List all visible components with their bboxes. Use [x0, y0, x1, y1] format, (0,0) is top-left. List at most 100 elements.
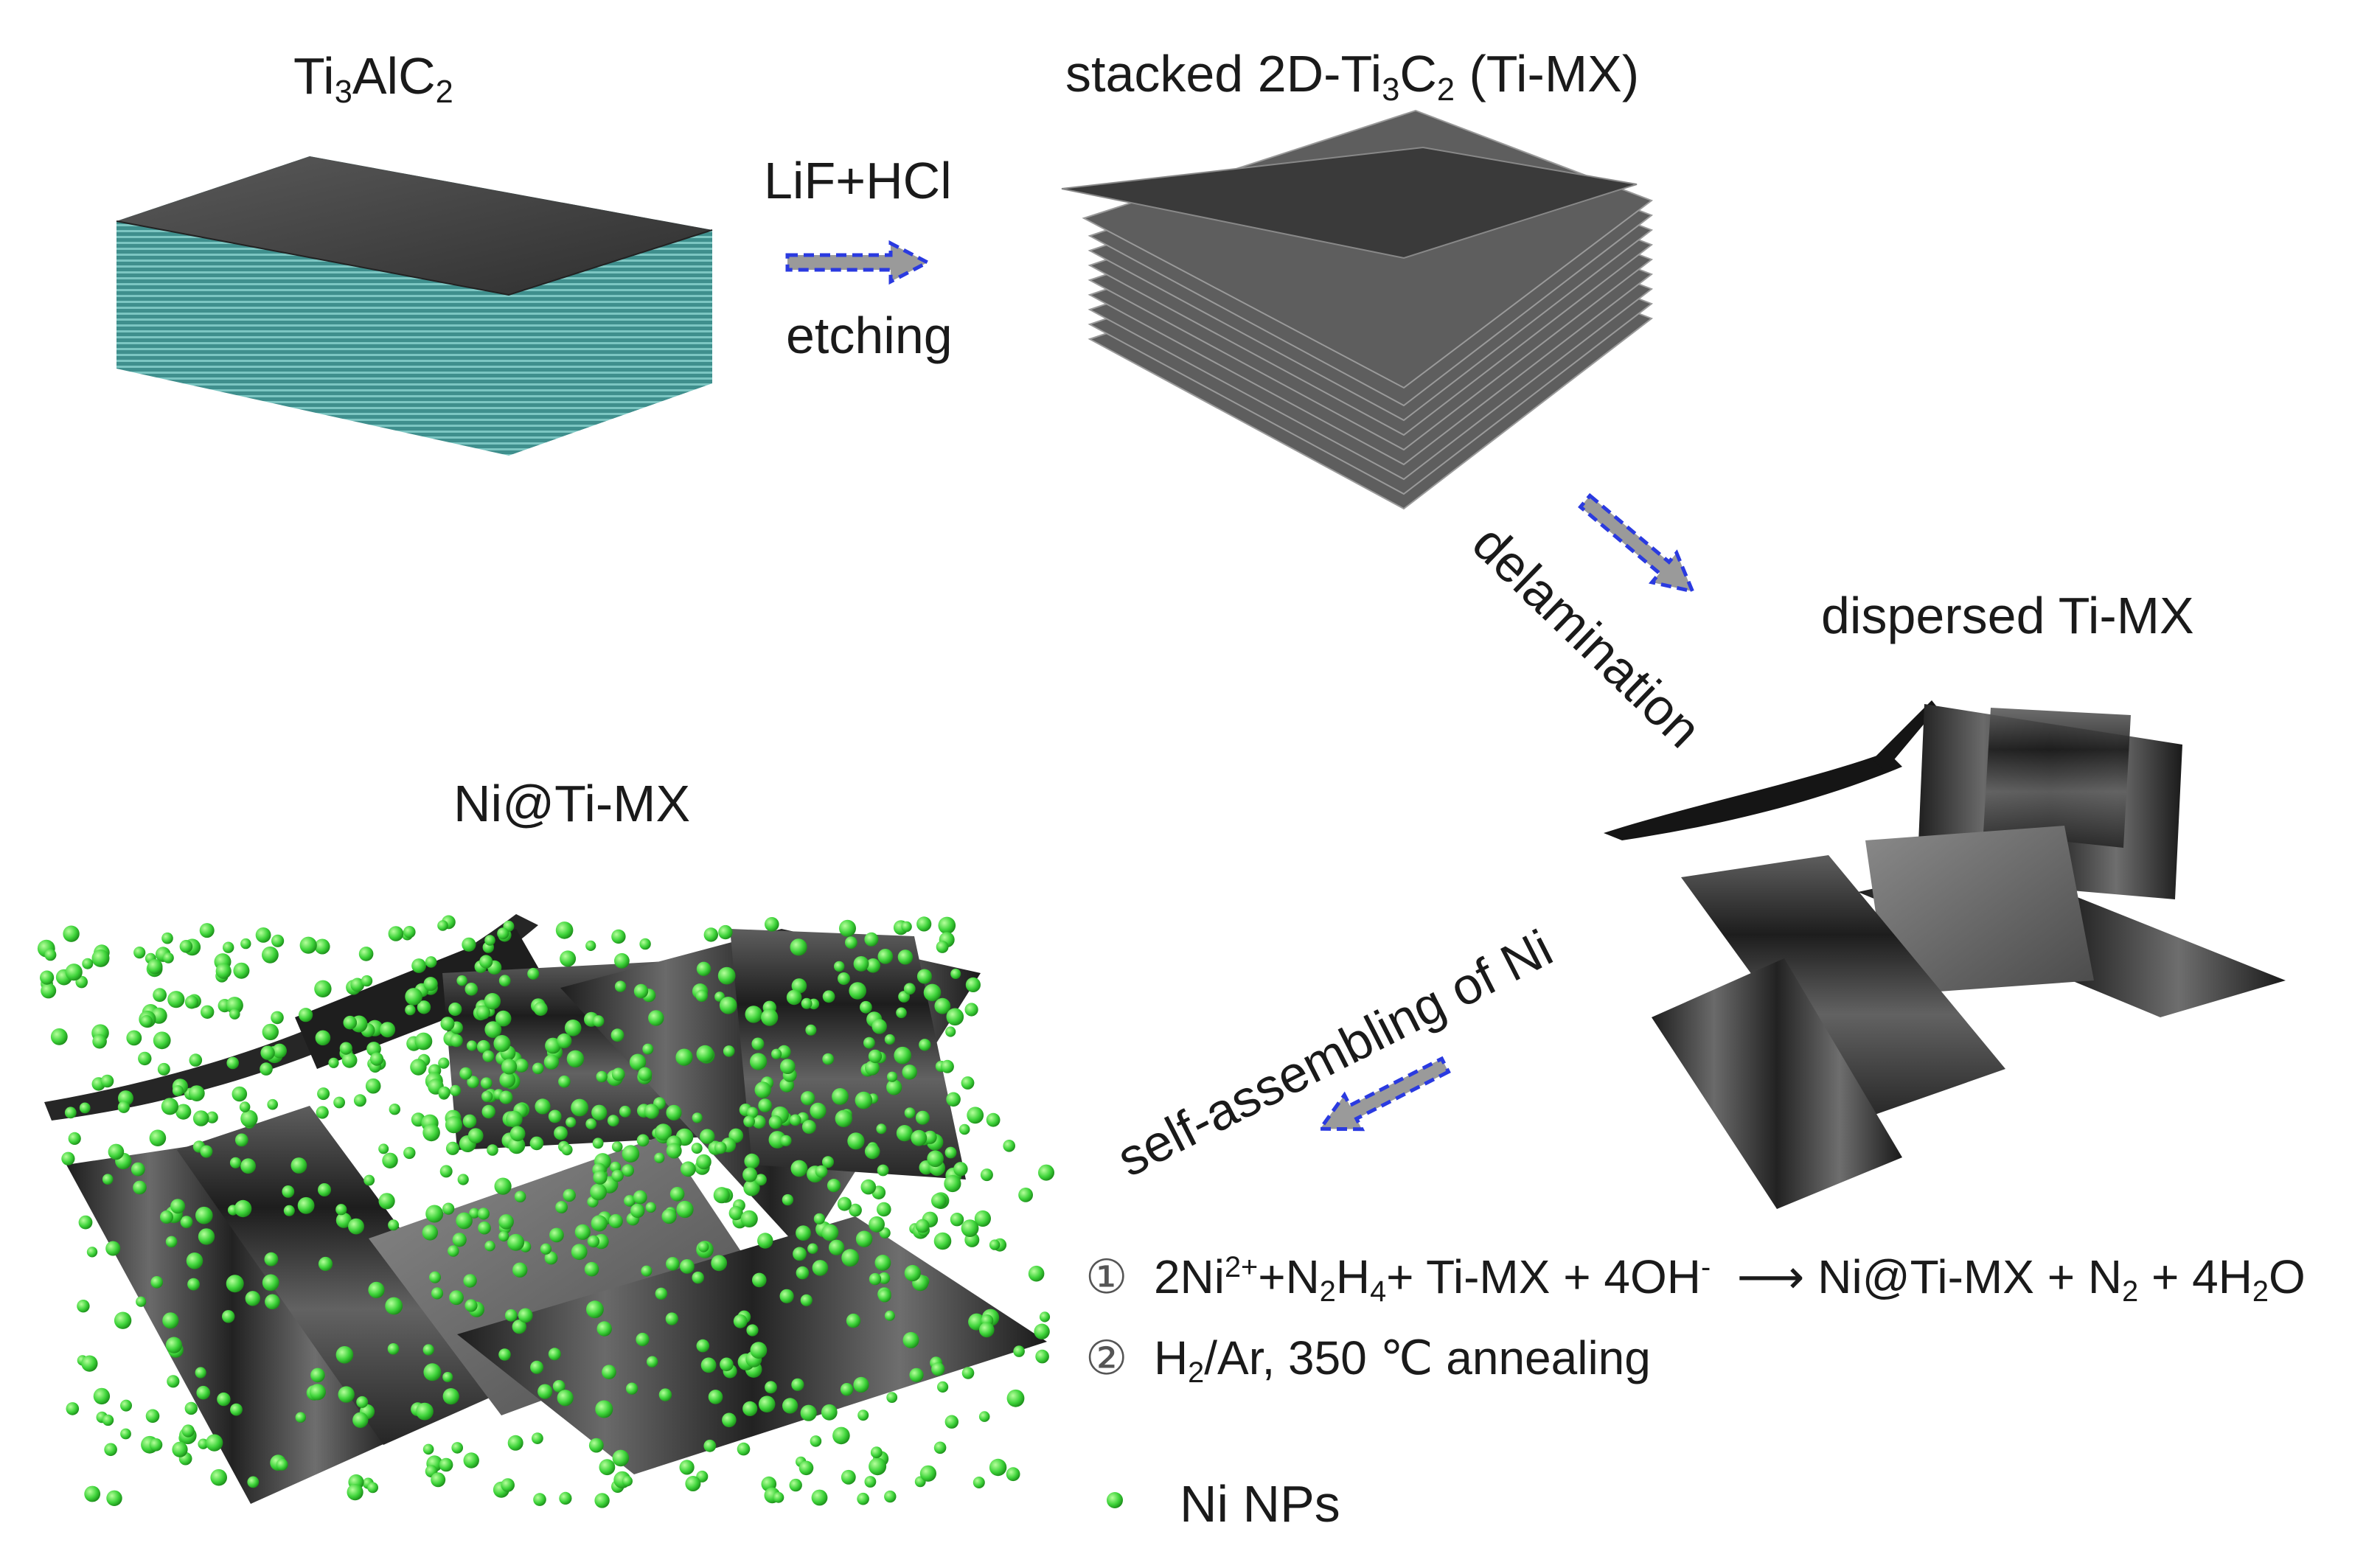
- ni-nanoparticle: [106, 1490, 122, 1507]
- ni-nanoparticle: [1018, 1188, 1033, 1202]
- ni-nanoparticle: [961, 1367, 975, 1379]
- ni-nanoparticle: [758, 1098, 772, 1112]
- ni-nanoparticle: [165, 1337, 182, 1353]
- ni-nanoparticle: [478, 1221, 491, 1235]
- ni-nanoparticle: [276, 1458, 288, 1471]
- ni-nanoparticle: [944, 1174, 961, 1193]
- ni-nanoparticle: [587, 1235, 600, 1248]
- ni-nanoparticle: [555, 921, 574, 939]
- ti3alc2-block: [116, 156, 713, 456]
- ni-nanoparticle: [161, 932, 173, 944]
- ni-nanoparticle: [150, 1276, 163, 1289]
- ni-nanoparticle: [66, 1402, 80, 1415]
- ni-nanoparticle: [849, 1203, 862, 1217]
- ni-nanoparticle: [886, 1079, 902, 1095]
- ni-nanoparticle: [200, 1145, 213, 1158]
- ni-nanoparticle: [65, 964, 83, 981]
- ni-nanoparticle: [979, 1322, 995, 1338]
- ni-nanoparticle: [938, 916, 956, 935]
- ni-nanoparticle: [636, 1332, 650, 1347]
- ni-nanoparticle: [138, 1051, 152, 1066]
- ni-nanoparticle: [92, 1034, 107, 1049]
- ni-nanoparticle: [131, 1162, 145, 1177]
- ni-nanoparticle: [411, 958, 426, 973]
- ni-nanoparticle: [226, 997, 243, 1014]
- ni-nanoparticle: [78, 1215, 93, 1230]
- ni-nanoparticle: [229, 1008, 240, 1020]
- ni-nanoparticle: [945, 1026, 956, 1037]
- ni-nanoparticle: [338, 1386, 355, 1403]
- ni-nanoparticle: [865, 1060, 880, 1076]
- ni-nanoparticle: [514, 1191, 526, 1202]
- ni-nanoparticle: [810, 1102, 827, 1119]
- ni-nanoparticle: [839, 919, 856, 937]
- ni-nanoparticle: [162, 1312, 179, 1329]
- ni-nanoparticle: [350, 978, 365, 992]
- ni-nanoparticle: [295, 1412, 306, 1423]
- ni-nanoparticle: [887, 1071, 898, 1082]
- label-ni-ti-mx: Ni@Ti-MX: [453, 775, 691, 832]
- ni-nanoparticle: [692, 1271, 704, 1284]
- ni-nanoparticle: [479, 955, 493, 969]
- ni-nanoparticle: [388, 1219, 400, 1231]
- ni-nanoparticle: [318, 1183, 331, 1196]
- ni-nanoparticle: [333, 1096, 345, 1109]
- ni-nanoparticle: [335, 1212, 352, 1228]
- ni-nanoparticle: [299, 1008, 313, 1022]
- ni-nanoparticle: [746, 1107, 759, 1118]
- ni-nanoparticle: [821, 1404, 838, 1421]
- ni-nanoparticle: [696, 1045, 714, 1063]
- ni-nanoparticle: [186, 1252, 203, 1269]
- ni-nanoparticle: [685, 1476, 701, 1491]
- ni-nanoparticle: [480, 1077, 493, 1090]
- ni-nanoparticle: [791, 1378, 804, 1391]
- ni-nanoparticle: [811, 1489, 828, 1506]
- ni-nanoparticle: [79, 1102, 91, 1114]
- label-lif-hcl: LiF+HCl: [764, 152, 952, 209]
- ni-nanoparticle: [445, 1141, 460, 1155]
- ni-nanoparticle: [586, 1300, 604, 1319]
- ni-nanoparticle: [533, 1493, 546, 1506]
- ni-nanoparticle: [450, 1034, 463, 1048]
- ni-nanoparticle: [530, 1360, 544, 1374]
- ni-nanoparticle: [877, 1202, 891, 1217]
- ni-nanoparticle: [648, 1010, 664, 1026]
- ni-nanoparticle: [877, 949, 894, 964]
- ni-nanoparticle: [791, 978, 807, 994]
- ni-nanoparticle: [798, 1460, 814, 1476]
- ni-nanoparticle: [532, 1432, 543, 1444]
- ni-nanoparticle: [153, 1031, 171, 1050]
- ni-nanoparticle: [448, 1002, 462, 1017]
- ni-nanoparticle: [633, 1190, 647, 1205]
- ni-nanoparticle: [368, 1281, 385, 1298]
- ni-nanoparticle: [986, 1112, 1001, 1127]
- ni-nanoparticle: [629, 1053, 647, 1070]
- ni-nanoparticle: [750, 1053, 768, 1070]
- ni-nanoparticle: [195, 1206, 213, 1224]
- ni-nanoparticle: [133, 1180, 147, 1195]
- ni-nanoparticle: [897, 950, 914, 965]
- ni-nanoparticle: [669, 1187, 685, 1202]
- ni-nanoparticle: [611, 1067, 625, 1081]
- label-etching: etching: [786, 307, 953, 364]
- ni-nanoparticle: [120, 1399, 132, 1412]
- ni-nanoparticle: [316, 1106, 329, 1119]
- ni-nanoparticle: [904, 1264, 921, 1282]
- ni-nanoparticle: [160, 1210, 173, 1224]
- ni-nanoparticle: [779, 1289, 794, 1303]
- ni-nanoparticle: [365, 1078, 381, 1094]
- ni-nanoparticle: [255, 927, 271, 943]
- ni-nanoparticle: [596, 1070, 608, 1083]
- ni-nanoparticle: [282, 1185, 295, 1198]
- ni-nanoparticle: [711, 1255, 728, 1272]
- ni-nanoparticle: [145, 1409, 160, 1424]
- ni-np-legend-dot: [1107, 1492, 1123, 1508]
- ni-nanoparticle: [172, 1441, 188, 1457]
- ni-nanoparticle: [175, 1104, 192, 1120]
- ni-nanoparticle: [105, 1241, 121, 1256]
- ni-nanoparticle: [499, 1071, 516, 1088]
- ni-nanoparticle: [557, 1033, 572, 1048]
- ni-nanoparticle: [658, 1388, 672, 1401]
- ni-nanoparticle: [592, 1015, 605, 1027]
- ni-nanoparticle: [388, 926, 404, 941]
